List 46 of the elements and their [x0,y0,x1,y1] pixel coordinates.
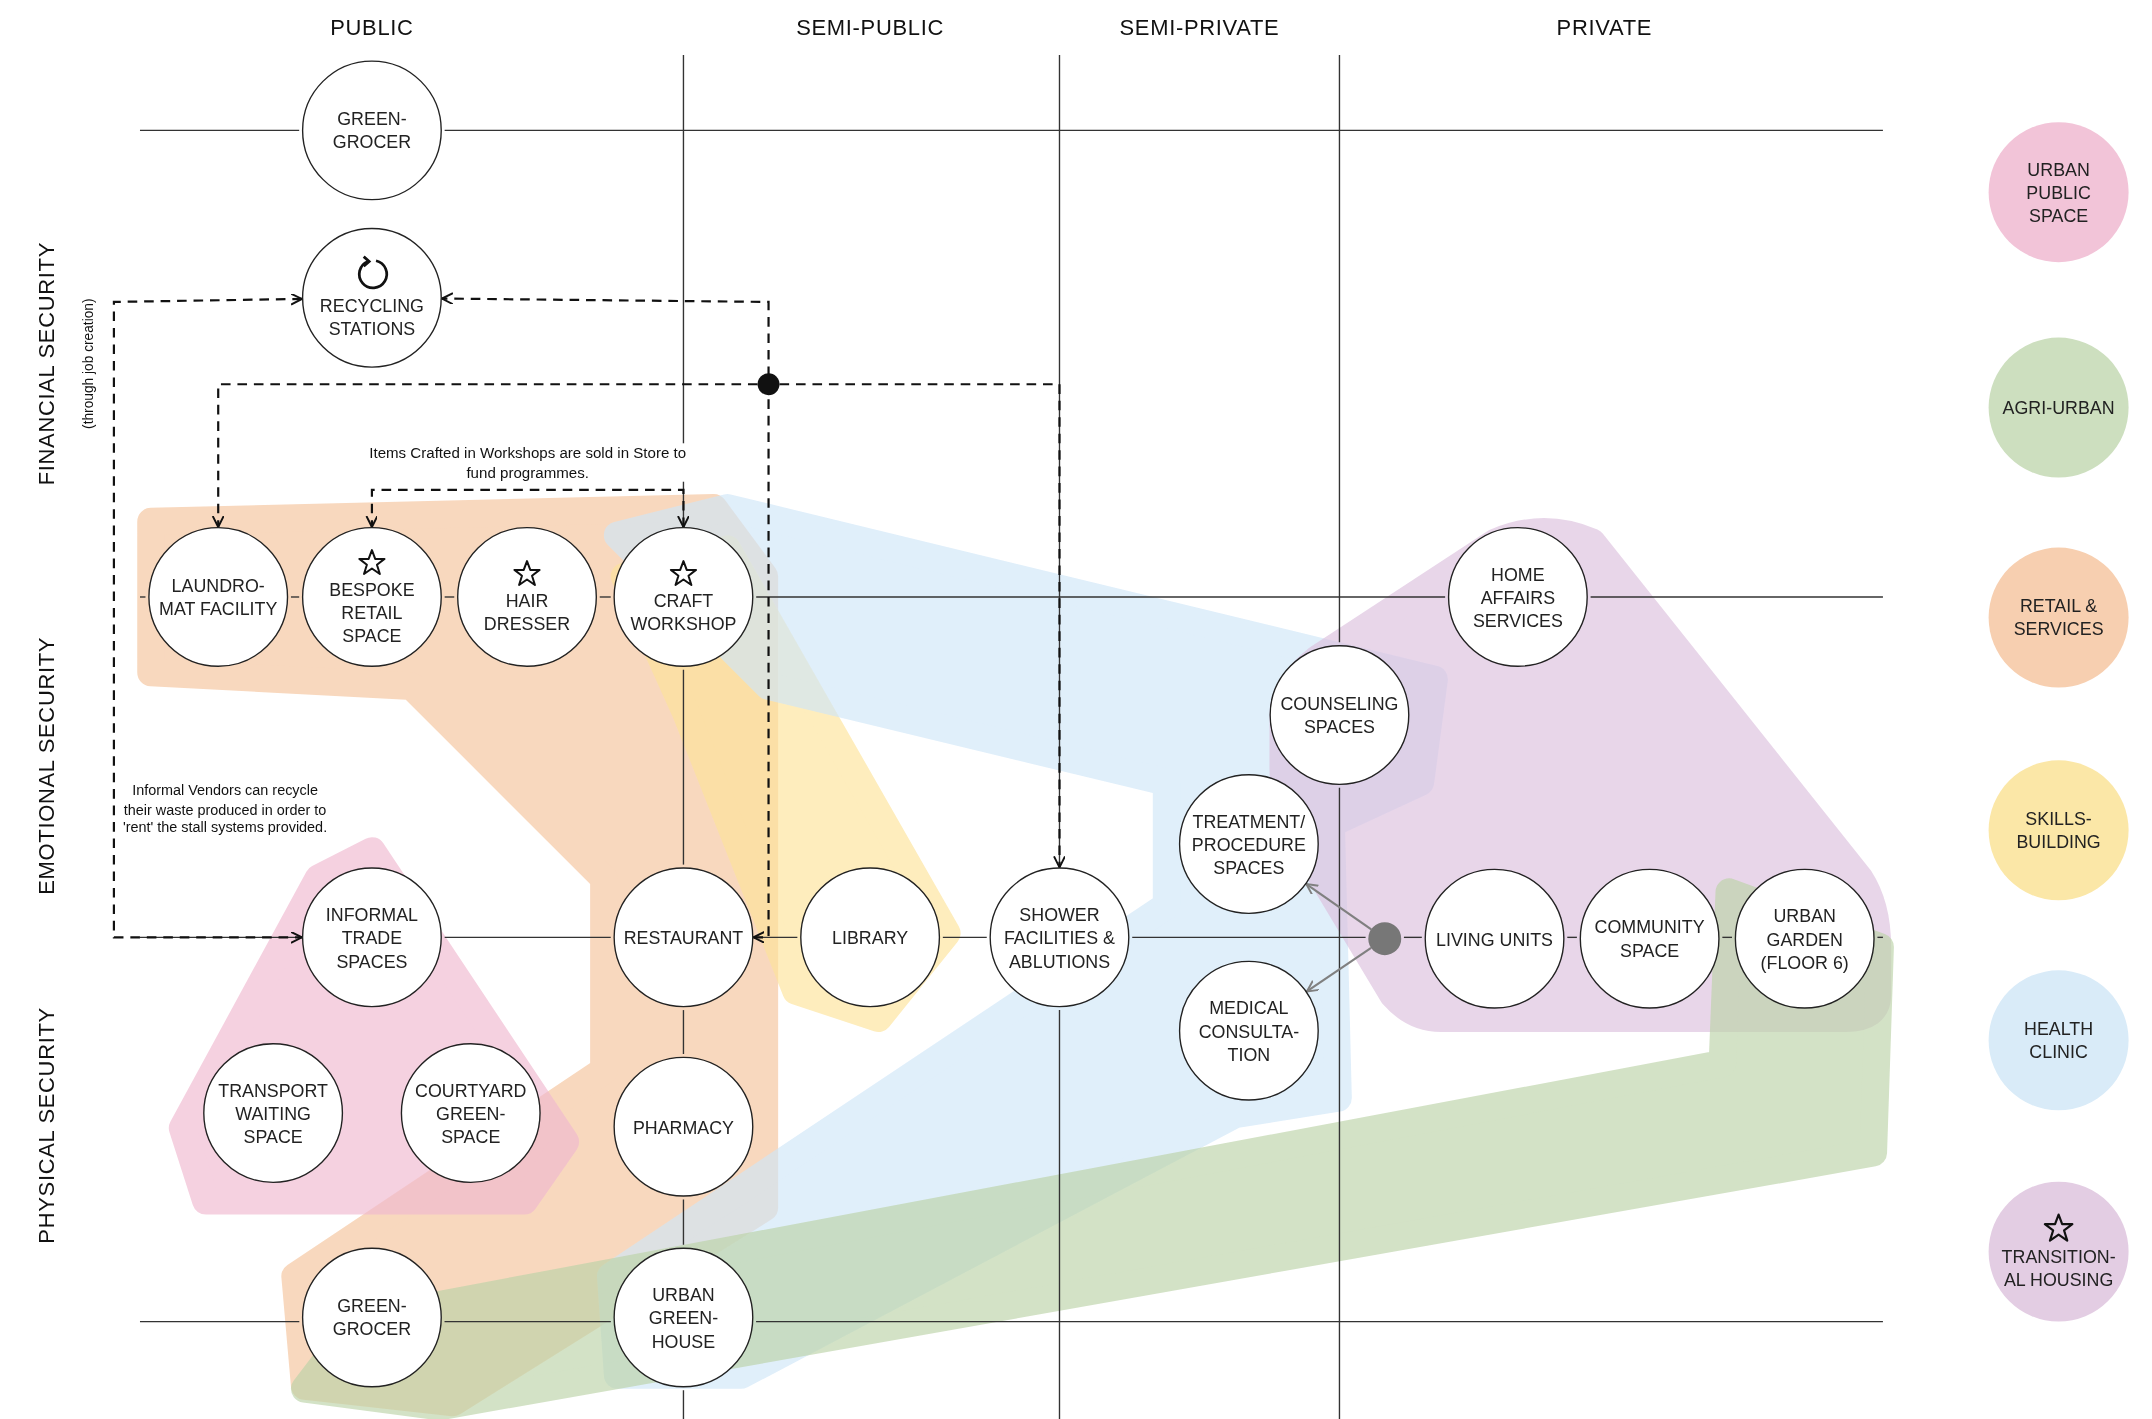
place-label: RECYCLING STATIONS [318,294,425,341]
arrow [365,488,690,528]
legend-label: RETAIL & SERVICES [2012,594,2105,641]
place-label: COMMUNITY SPACE [1593,915,1706,963]
place-label: PHARMACY [632,1115,734,1139]
place-label: CRAFT WORKSHOP [629,589,738,636]
place-label: HOME AFFAIRS SERVICES [1471,562,1564,632]
legend-label: AGRI-URBAN [2002,396,2115,420]
arrow [1305,947,1372,993]
arrow [440,292,770,944]
arrow [1305,883,1372,931]
arrow [112,292,303,944]
place-label: LIVING UNITS [1436,927,1554,951]
place-label: INFORMAL TRADE SPACES [324,902,419,973]
heading: PHYSICAL SECURITY [34,1007,60,1244]
note: (through job creation) [79,298,97,429]
place-label: COURTYARD GREEN- SPACE [414,1078,528,1148]
place-label: GREEN- GROCER [331,1294,413,1341]
note: Informal Vendors can recycle their waste produced in order to 'rent' the stall systems provided. [122,781,328,838]
heading: PUBLIC [330,14,414,42]
junction-dot [1368,922,1402,956]
legend-label: URBAN PUBLIC SPACE [2025,157,2092,228]
place-label: HAIR DRESSER [482,589,572,636]
place-label: MEDICAL CONSULTA- TION [1197,996,1301,1066]
place-label: URBAN GARDEN (FLOOR 6) [1759,904,1850,974]
heading: SEMI-PRIVATE [1119,14,1280,42]
place-label: URBAN GREEN- HOUSE [647,1282,720,1353]
place-label: COUNSELING SPACES [1279,692,1400,739]
place-label: SHOWER FACILITIES & ABLUTIONS [1002,902,1116,973]
heading: EMOTIONAL SECURITY [34,636,60,895]
place-label: LAUNDRO- MAT FACILITY [158,574,279,621]
heading: FINANCIAL SECURITY [34,242,60,486]
place-label: GREEN- GROCER [331,107,413,154]
arrow [779,383,1066,869]
place-label: BESPOKE RETAIL SPACE [328,577,416,648]
heading: SEMI-PUBLIC [796,14,945,42]
arrow [211,383,758,528]
heading: PRIVATE [1556,14,1653,42]
place-label: TREATMENT/ PROCEDURE SPACES [1190,809,1307,879]
place-label: LIBRARY [832,926,909,949]
legend-label: SKILLS- BUILDING [2015,807,2102,854]
junction-dot [757,373,780,396]
legend-label: TRANSITION- AL HOUSING [2000,1245,2117,1292]
place-label: RESTAURANT [623,926,744,949]
legend-label: HEALTH CLINIC [2023,1017,2095,1064]
place-label: TRANSPORT WAITING SPACE [217,1078,329,1148]
